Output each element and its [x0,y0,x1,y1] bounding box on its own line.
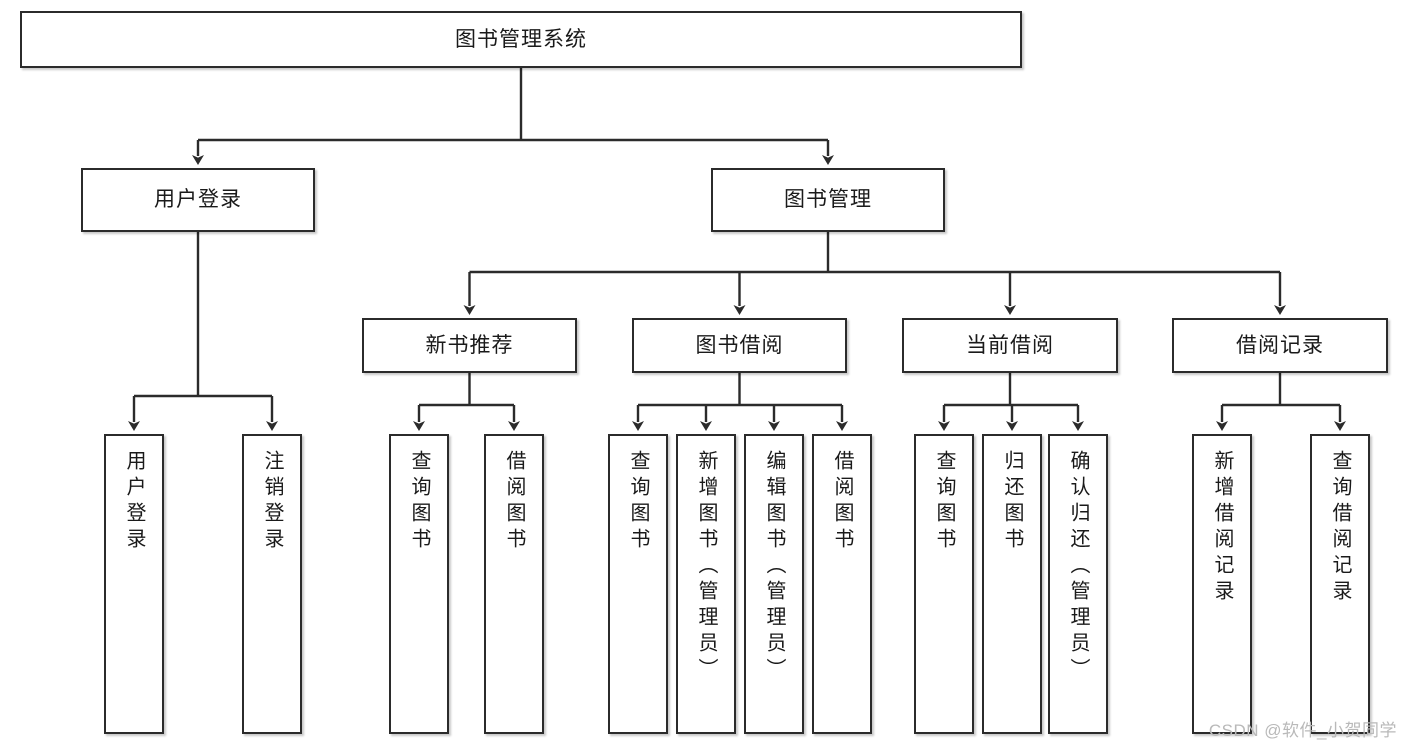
node-leaf5[interactable]: 查询图书 [608,434,668,734]
node-leaf12[interactable]: 新增借阅记录 [1192,434,1252,734]
node-label: 编辑图书（管理员） [763,450,785,684]
node-label: 确认归还（管理员） [1067,450,1089,684]
node-label: 查询借阅记录 [1329,450,1351,606]
node-label: 新增借阅记录 [1211,450,1233,606]
node-l2b[interactable]: 图书借阅 [632,318,847,373]
node-label: 新增图书（管理员） [695,450,717,684]
node-leaf13[interactable]: 查询借阅记录 [1310,434,1370,734]
node-leaf7[interactable]: 编辑图书（管理员） [744,434,804,734]
node-leaf10[interactable]: 归还图书 [982,434,1042,734]
node-leaf1[interactable]: 用户登录 [104,434,164,734]
node-label: 查询图书 [933,450,955,554]
node-label: 新书推荐 [425,333,514,357]
node-label: 注销登录 [261,450,283,554]
connector-lines [128,68,1346,431]
node-label: 借阅记录 [1236,333,1324,357]
node-leaf9[interactable]: 查询图书 [914,434,974,734]
node-leaf4[interactable]: 借阅图书 [484,434,544,734]
node-label: 查询图书 [408,450,430,554]
node-leaf11[interactable]: 确认归还（管理员） [1048,434,1108,734]
node-l2d[interactable]: 借阅记录 [1172,318,1388,373]
node-label: 用户登录 [154,188,242,212]
node-label: 借阅图书 [503,450,525,554]
node-label: 借阅图书 [831,450,853,554]
node-leaf3[interactable]: 查询图书 [389,434,449,734]
node-label: 归还图书 [1001,450,1023,554]
node-root[interactable]: 图书管理系统 [20,11,1022,68]
node-label: 图书借阅 [695,333,784,357]
node-l2a[interactable]: 新书推荐 [362,318,577,373]
node-l1b[interactable]: 图书管理 [711,168,945,232]
node-l1a[interactable]: 用户登录 [81,168,315,232]
node-leaf2[interactable]: 注销登录 [242,434,302,734]
node-label: 图书管理系统 [455,27,587,51]
node-label: 查询图书 [627,450,649,554]
node-label: 当前借阅 [966,333,1054,357]
node-leaf6[interactable]: 新增图书（管理员） [676,434,736,734]
node-label: 图书管理 [784,188,872,212]
node-leaf8[interactable]: 借阅图书 [812,434,872,734]
node-label: 用户登录 [123,450,145,554]
node-l2c[interactable]: 当前借阅 [902,318,1118,373]
